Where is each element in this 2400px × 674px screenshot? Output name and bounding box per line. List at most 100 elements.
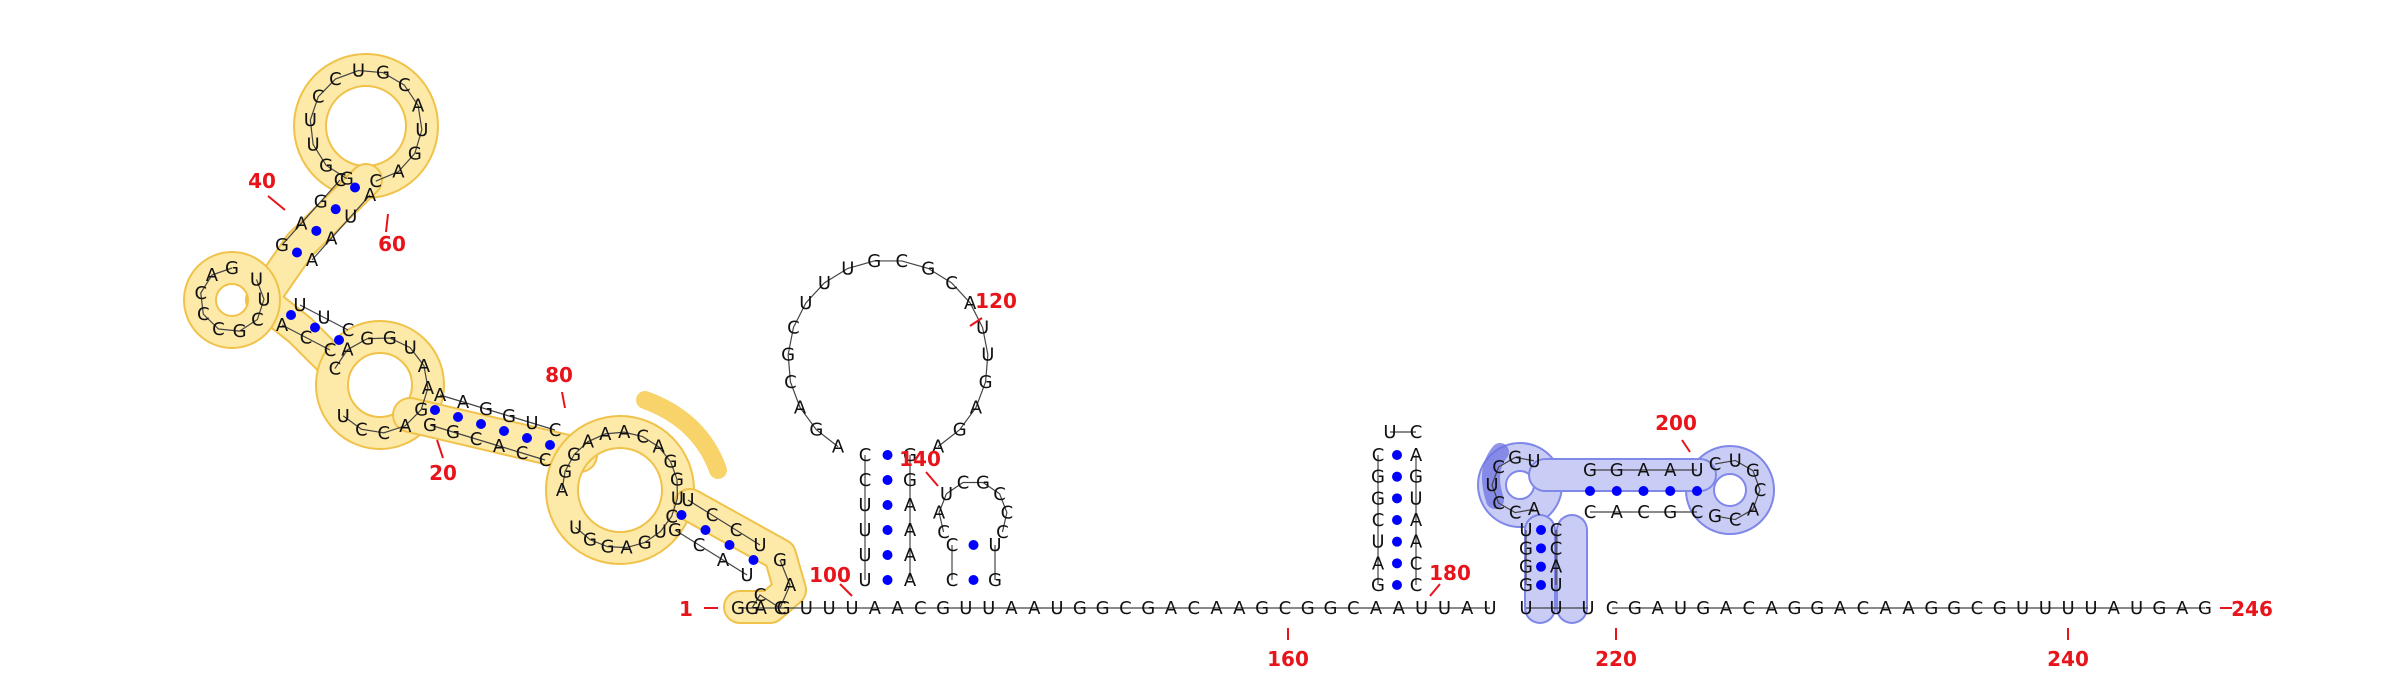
nucleotide: U: [1581, 598, 1594, 619]
nucleotide: U: [1549, 598, 1562, 619]
nucleotide: G: [670, 469, 684, 490]
nucleotide: U: [845, 598, 858, 619]
nucleotide: C: [1119, 598, 1132, 619]
nucleotide: A: [2176, 598, 2189, 619]
nucleotide: U: [404, 338, 417, 359]
nucleotide: G: [1696, 598, 1710, 619]
nucleotide: U: [337, 406, 350, 427]
nucleotide: U: [982, 598, 995, 619]
nucleotide: A: [1528, 499, 1541, 520]
nucleotide: A: [1902, 598, 1915, 619]
base-pair-dot: [1392, 580, 1402, 590]
nucleotide: A: [325, 228, 338, 249]
nucleotide: C: [1187, 598, 1200, 619]
nucleotide: C: [1729, 510, 1742, 531]
nucleotide: U: [753, 535, 766, 556]
nucleotide: C: [945, 273, 958, 294]
backbone-segment: [200, 267, 265, 332]
nucleotide: A: [618, 422, 631, 443]
nucleotide: A: [904, 520, 917, 541]
nucleotide: G: [664, 452, 678, 473]
nucleotide: U: [415, 120, 428, 141]
nucleotide: A: [422, 378, 435, 399]
nucleotide: G: [781, 344, 795, 365]
nucleotide: G: [979, 372, 993, 393]
position-number: 40: [248, 169, 276, 193]
nucleotide: A: [1834, 598, 1847, 619]
backbone-segment: [311, 194, 371, 261]
base-pair-dot: [1536, 561, 1546, 572]
backbone-layer: [200, 69, 2205, 609]
nucleotide: G: [275, 235, 289, 256]
nucleotide: U: [988, 535, 1001, 556]
base-pair-dot: [1392, 536, 1402, 547]
nucleotide: G: [1324, 598, 1338, 619]
nucleotide: A: [1637, 460, 1650, 481]
nucleotide: C: [194, 283, 207, 304]
nucleotide: A: [891, 598, 904, 619]
nucleotide: C: [1857, 598, 1870, 619]
base-pair-dot: [1692, 486, 1702, 496]
base-pair-dot: [882, 525, 893, 535]
base-pair-dot: [882, 575, 893, 585]
base-pair-dot: [748, 555, 759, 565]
nucleotide: G: [446, 422, 460, 443]
nucleotide: G: [1096, 598, 1110, 619]
nucleotide: G: [745, 598, 759, 619]
base-pair-dot: [1665, 486, 1676, 496]
nucleotide: U: [959, 598, 972, 619]
nucleotide: C: [730, 520, 743, 541]
nucleotide: C: [1347, 598, 1360, 619]
nucleotide: C: [329, 69, 342, 90]
nucleotide: G: [1708, 506, 1722, 527]
nucleotide: U: [352, 61, 365, 82]
nucleotide: U: [654, 522, 667, 543]
backbone-segment: [439, 394, 556, 431]
nucleotide: G: [502, 406, 516, 427]
base-pair-dot: [311, 225, 322, 236]
base-pair-dot: [292, 247, 302, 258]
base-pair-dot: [334, 335, 344, 345]
nucleotide: A: [1461, 598, 1474, 619]
base-pair-dot: [1392, 493, 1402, 504]
nucleotide: G: [414, 400, 428, 421]
base-pair-dot: [1585, 486, 1595, 496]
position-tick: [969, 317, 983, 327]
nucleotide: U: [525, 413, 538, 434]
nucleotide: C: [754, 585, 767, 606]
nucleotide: G: [1519, 575, 1533, 596]
nucleotide: A: [1664, 460, 1677, 481]
blue-dark-accent: [1482, 443, 1509, 509]
nucleotide: G: [668, 520, 682, 541]
nucleotide: C: [1691, 502, 1704, 523]
nucleotide: G: [1610, 460, 1624, 481]
base-pair-dot: [310, 322, 320, 333]
position-number: 246: [2231, 597, 2273, 621]
nucleotide: C: [549, 420, 562, 441]
backbone-segment: [281, 324, 331, 351]
nucleotide: C: [1410, 575, 1423, 596]
nucleotide: U: [1549, 575, 1562, 596]
nucleotide: A: [457, 392, 470, 413]
nucleotide: G: [1409, 467, 1423, 488]
base-pair-dot: [882, 500, 893, 510]
nucleotide: A: [1165, 598, 1178, 619]
nucleotide: C: [378, 423, 391, 444]
base-pair-dot: [350, 182, 360, 193]
nucleotide: A: [1611, 502, 1624, 523]
nucleotide: U: [1383, 422, 1396, 443]
nucleotide: A: [276, 315, 289, 336]
nucleotide: A: [904, 545, 917, 566]
nucleotide: G: [1993, 598, 2007, 619]
nucleotide: U: [2130, 598, 2143, 619]
nucleotide: G: [903, 445, 917, 466]
nucleotide: U: [858, 520, 871, 541]
nucleotide: C: [1492, 493, 1505, 514]
position-tick: [436, 439, 444, 459]
nucleotide: G: [2198, 598, 2212, 619]
position-number: 60: [378, 232, 406, 256]
nucleotide: G: [2152, 598, 2166, 619]
base-pair-dot: [1611, 486, 1622, 496]
base-pair-dot: [724, 540, 735, 550]
